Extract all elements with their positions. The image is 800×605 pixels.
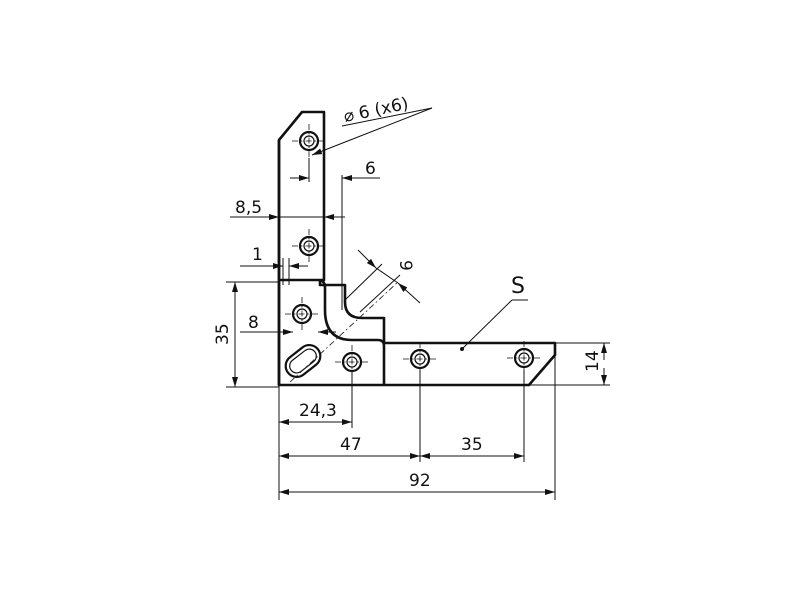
dimension-1: 1 — [240, 245, 308, 285]
hole-callout-symbol: ⌀ — [342, 105, 356, 127]
dimension-47-label: 47 — [340, 435, 362, 455]
dimension-35-horizontal: 35 — [420, 370, 525, 462]
dimension-1-label: 1 — [252, 245, 263, 265]
dimension-24-3: 24,3 — [278, 372, 353, 500]
dimension-8-label: 8 — [248, 313, 259, 333]
dimension-35-horizontal-label: 35 — [461, 435, 483, 455]
dimension-8-5: 8,5 — [230, 198, 345, 225]
dimension-35-vertical: 35 — [213, 281, 279, 388]
dimension-9: 9 — [289, 249, 421, 383]
dimension-6-label: 6 — [365, 159, 376, 179]
hole-2 — [292, 229, 326, 263]
slot-hole — [284, 343, 322, 379]
holes — [284, 124, 541, 379]
surface-leader — [461, 299, 513, 350]
dimension-92: 92 — [279, 343, 556, 500]
dimension-8-5-label: 8,5 — [235, 198, 262, 218]
dimension-35-vertical-label: 35 — [213, 323, 233, 345]
surface-label: S — [511, 274, 525, 299]
dimension-24-3-label: 24,3 — [299, 401, 337, 421]
bracket-vertical-arm — [277, 110, 557, 387]
dimension-9-label: 9 — [395, 260, 415, 271]
hole-6 — [507, 341, 541, 375]
hole-callout: ⌀ 6 (x6) — [311, 94, 433, 156]
dimension-6: 6 — [290, 158, 380, 310]
dimension-8: 8 — [240, 313, 336, 335]
dimension-47: 47 — [279, 370, 421, 462]
hole-3 — [285, 297, 319, 331]
dimension-92-label: 92 — [409, 471, 431, 491]
hole-1 — [292, 124, 326, 158]
dimension-14: 14 — [529, 342, 610, 386]
dimension-14-label: 14 — [583, 350, 603, 372]
bracket-outline — [277, 110, 557, 387]
